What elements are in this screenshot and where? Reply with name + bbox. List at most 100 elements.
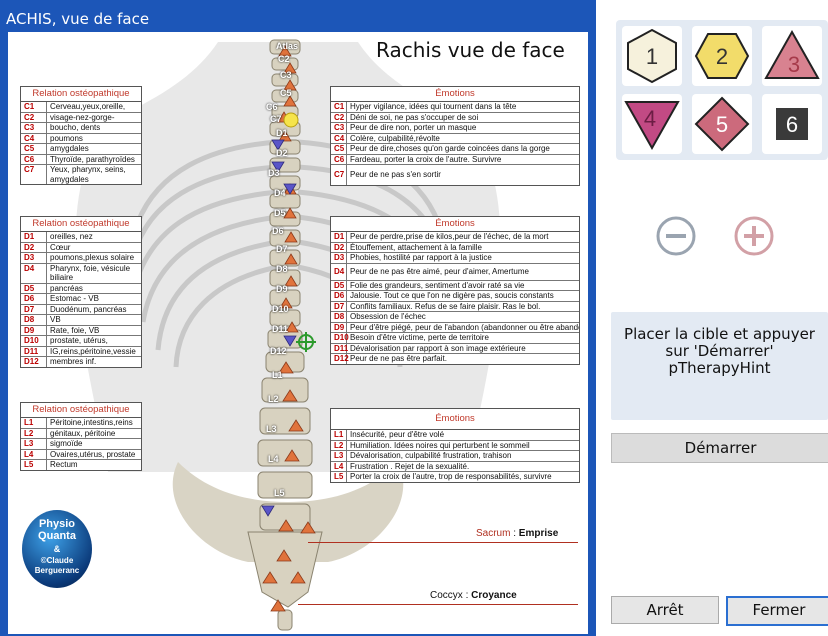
vertebra-label: D5 — [274, 208, 286, 218]
control-panel: 1 2 3 4 5 6 Placer la cible et appuyer s… — [600, 0, 828, 636]
stop-button[interactable]: Arrêt — [611, 596, 719, 624]
table-header: Émotions — [331, 87, 579, 102]
spine-chart[interactable]: Rachis vue de face Atlas C2 C3 C5 C6 C7 … — [8, 32, 588, 634]
vertebra-label: Atlas — [276, 41, 299, 51]
hint-line: pTherapyHint — [668, 359, 771, 377]
table-header: Émotions — [331, 409, 579, 430]
close-button[interactable]: Fermer — [726, 596, 828, 626]
svg-text:6: 6 — [786, 112, 798, 137]
divider — [298, 604, 578, 605]
triangle-4-tile[interactable]: 4 — [622, 94, 682, 154]
vertebra-label: D7 — [276, 244, 288, 254]
hexagon-2-tile[interactable]: 2 — [692, 26, 752, 86]
vertebra-label: C2 — [278, 54, 290, 64]
table-header: Relation ostéopathique — [21, 217, 141, 232]
vertebra-label: D2 — [276, 148, 288, 158]
vertebra-label: D1 — [276, 128, 288, 138]
diamond-5-tile[interactable]: 5 — [692, 94, 752, 154]
window-title: ACHIS, vue de face — [6, 10, 150, 28]
vertebra-label: D3 — [268, 168, 280, 178]
crosshair-icon[interactable] — [296, 332, 316, 352]
physio-quanta-logo: Physio Quanta & ©Claude Bergueranc — [22, 510, 92, 588]
vertebra-label: D11 — [272, 324, 289, 334]
marker-tiles: 1 2 3 4 5 6 — [616, 20, 828, 160]
zoom-in-icon[interactable] — [734, 216, 774, 256]
svg-text:2: 2 — [716, 44, 728, 69]
chart-title: Rachis vue de face — [376, 38, 565, 62]
hint-line: sur 'Démarrer' — [665, 342, 774, 360]
table-header: Émotions — [331, 217, 579, 232]
vertebra-label: C3 — [280, 70, 292, 80]
svg-text:4: 4 — [644, 106, 656, 131]
svg-text:5: 5 — [716, 112, 728, 137]
spine-window: ACHIS, vue de face — [0, 0, 596, 636]
table-header: Relation ostéopathique — [21, 403, 141, 418]
vertebra-label: D12 — [270, 346, 287, 356]
sacrum-label: Sacrum : Emprise — [476, 528, 559, 539]
vertebra-label: D9 — [276, 284, 288, 294]
target-marker[interactable] — [283, 112, 299, 128]
hint-panel: Placer la cible et appuyer sur 'Démarrer… — [611, 312, 828, 420]
vertebra-label: D8 — [276, 264, 288, 274]
vertebra-label: C6 — [266, 102, 278, 112]
vertebra-label: L4 — [268, 454, 279, 464]
table-header: Relation ostéopathique — [21, 87, 141, 102]
vertebra-label: C5 — [280, 88, 292, 98]
triangle-3-tile[interactable]: 3 — [762, 26, 822, 86]
vertebra-label: D10 — [272, 304, 289, 314]
vertebra-label: D4 — [274, 188, 286, 198]
vertebra-label: D6 — [272, 226, 284, 236]
vertebra-label: L3 — [266, 424, 277, 434]
divider — [308, 542, 578, 543]
hexagon-1-tile[interactable]: 1 — [622, 26, 682, 86]
coccyx-label: Coccyx : Croyance — [430, 590, 517, 601]
zoom-out-icon[interactable] — [656, 216, 696, 256]
start-button[interactable]: Démarrer — [611, 433, 828, 463]
square-6-tile[interactable]: 6 — [762, 94, 822, 154]
svg-text:1: 1 — [646, 44, 658, 69]
vertebra-label: L2 — [268, 394, 279, 404]
svg-text:3: 3 — [788, 52, 800, 77]
vertebra-label: C7 — [270, 114, 282, 124]
